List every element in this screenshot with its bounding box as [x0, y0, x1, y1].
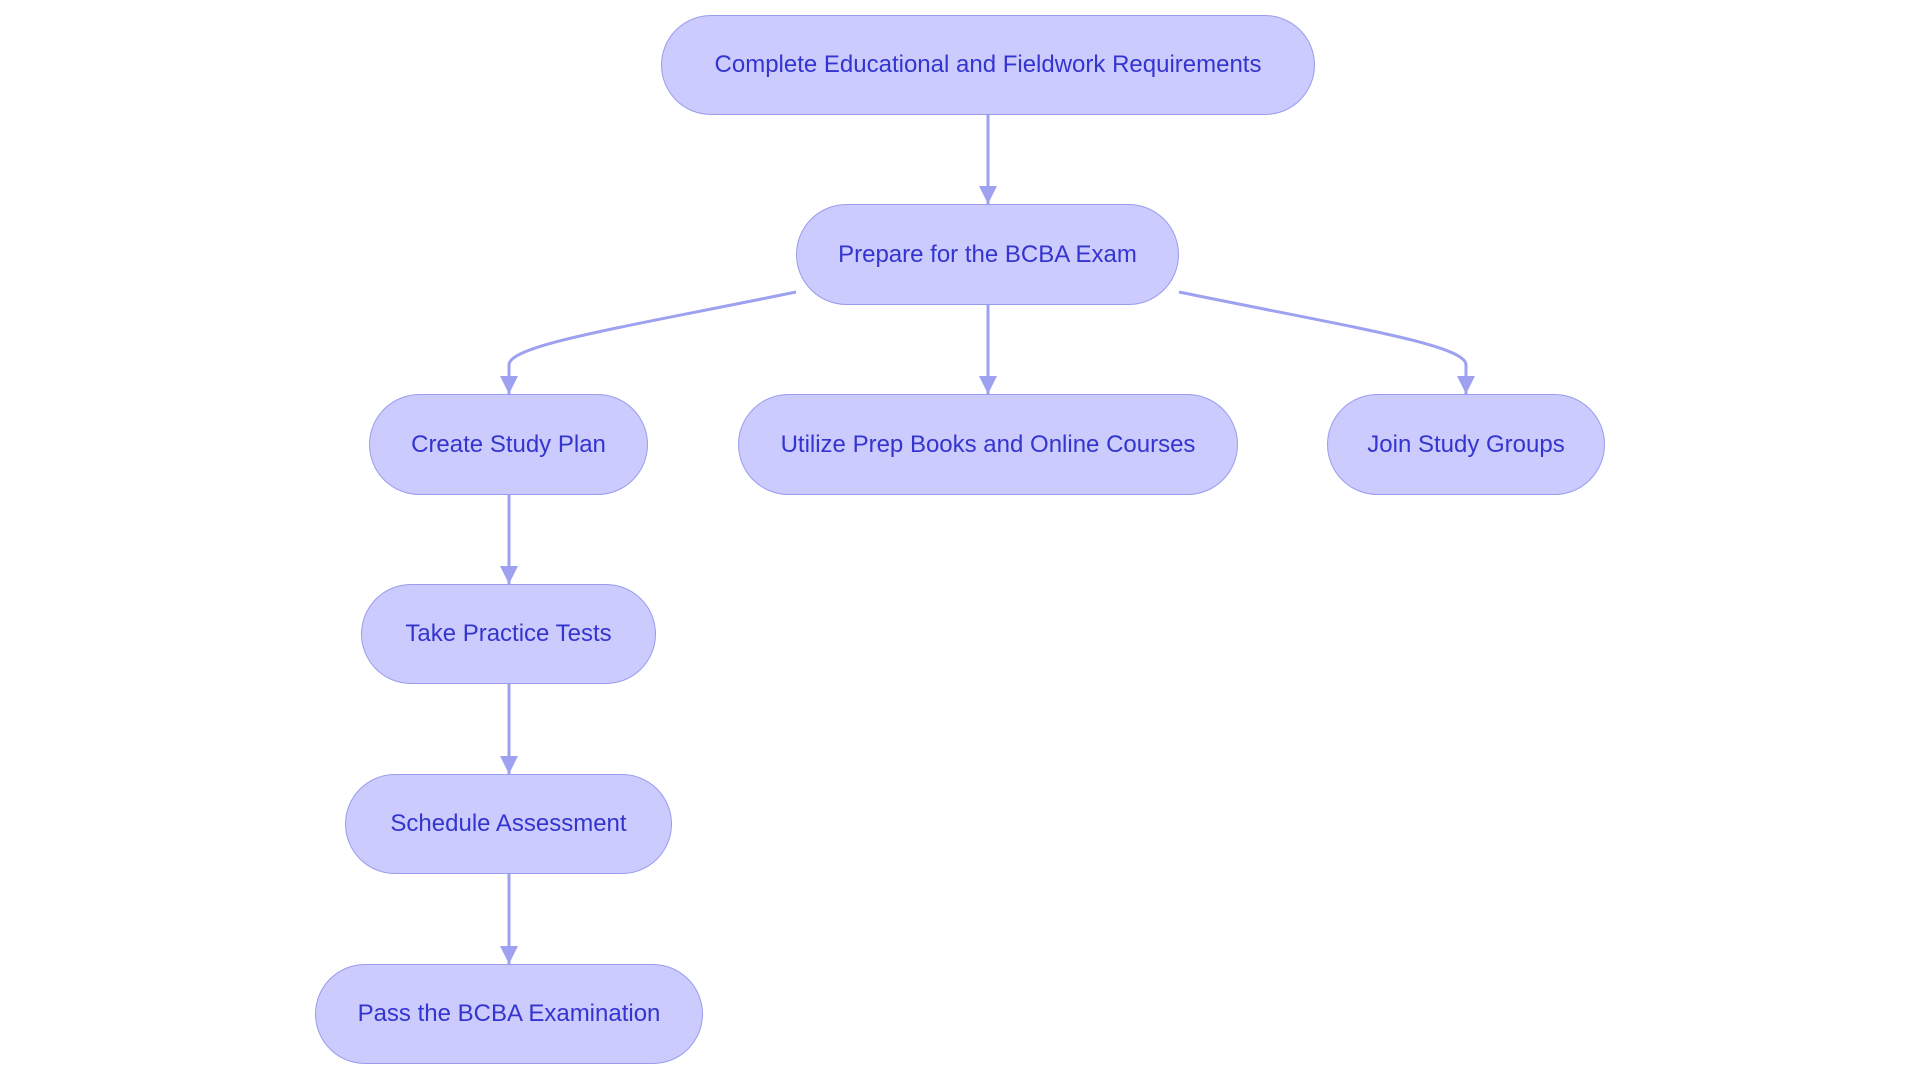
node-label: Utilize Prep Books and Online Courses — [780, 430, 1196, 458]
edge-prepare-studygroups — [1178, 290, 1475, 394]
node-label: Create Study Plan — [411, 430, 606, 458]
node-label: Pass the BCBA Examination — [357, 1000, 661, 1027]
node-label: Schedule Assessment — [390, 810, 627, 837]
node-pass-exam: Pass the BCBA Examination — [315, 964, 703, 1064]
node-label: Prepare for the BCBA Exam — [838, 240, 1137, 268]
node-prep-books: Utilize Prep Books and Online Courses — [738, 394, 1238, 495]
node-prepare-exam: Prepare for the BCBA Exam — [796, 204, 1179, 305]
node-label: Take Practice Tests — [405, 620, 612, 647]
node-create-study-plan: Create Study Plan — [369, 394, 648, 495]
node-schedule-assessment: Schedule Assessment — [345, 774, 672, 874]
node-study-groups: Join Study Groups — [1327, 394, 1605, 495]
edge-prepare-studyplan — [500, 290, 797, 394]
node-label: Join Study Groups — [1367, 430, 1565, 458]
node-complete-requirements: Complete Educational and Fieldwork Requi… — [661, 15, 1315, 115]
node-label: Complete Educational and Fieldwork Requi… — [714, 51, 1262, 78]
node-practice-tests: Take Practice Tests — [361, 584, 656, 684]
